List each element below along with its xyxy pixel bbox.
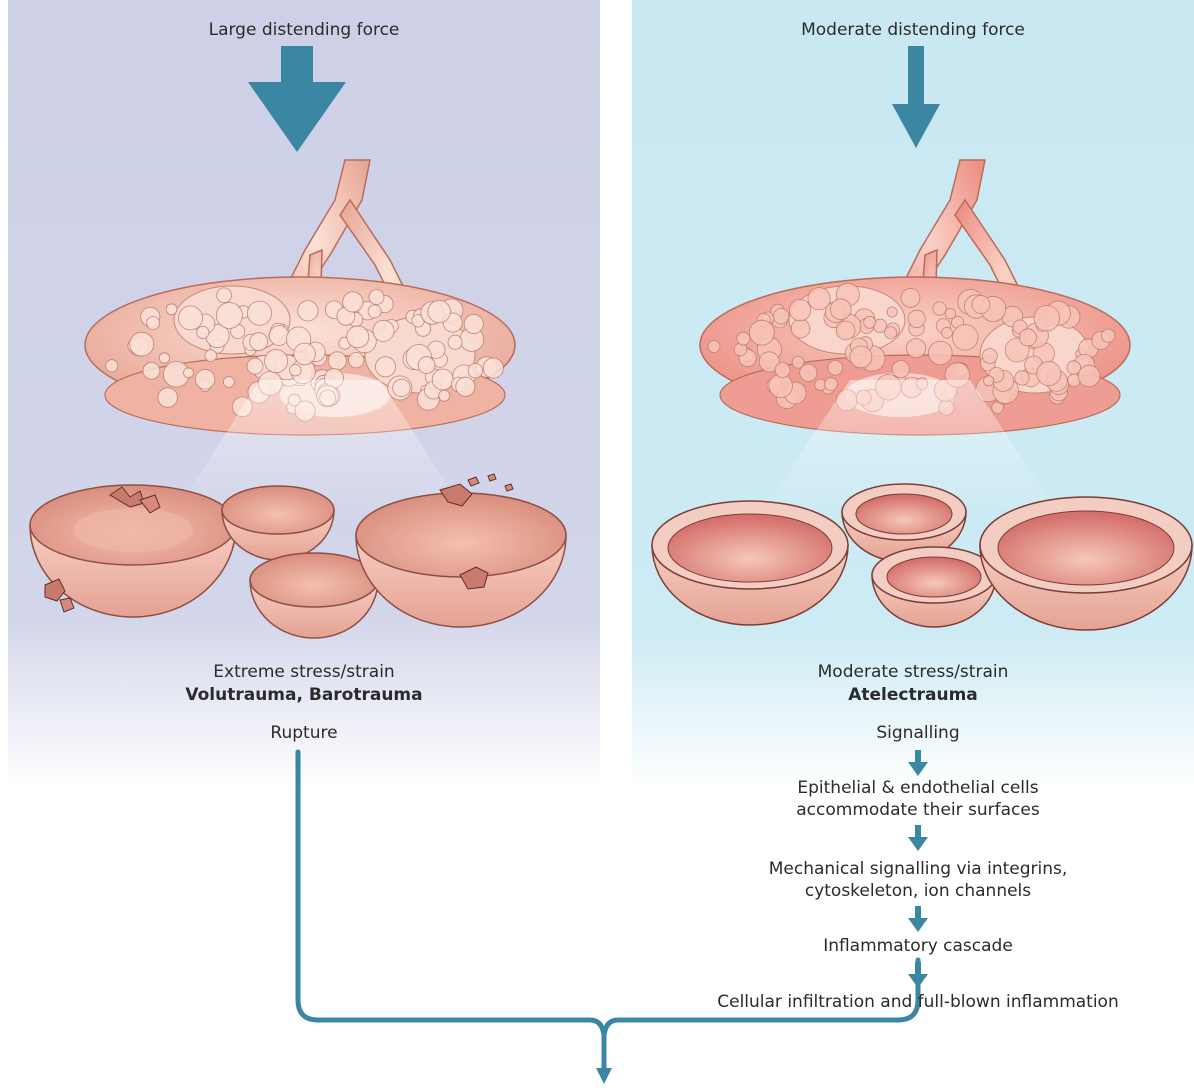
alveolus-bubble [147,317,160,330]
alveolus-bubble [1102,329,1115,342]
alveolus-bubble [130,332,154,356]
alveolus-bubble [205,350,217,362]
alveolus-bubble [464,314,483,333]
alveolus-bubble [789,299,810,320]
alveolus-bubble [952,325,978,351]
alveolus-bubble [347,326,369,348]
alveolus-bubble [179,306,203,330]
alveolus-bubble [432,369,453,390]
alveolus-bubble [195,370,215,390]
alveolus-bubble [456,377,475,396]
alveolus-bubble [250,333,268,351]
alveolus-bubble [945,309,955,319]
alveolus-bubble [294,343,316,365]
alveolus-bubble [184,368,194,378]
alveolus-bubble [428,300,450,322]
moderate-force-arrow [892,46,940,148]
alveolus-bubble [159,353,169,363]
alveolus-bubble [143,362,160,379]
alveolus-bubble [343,292,363,312]
alveolus-bubble [1019,329,1036,346]
step-cells-line1: Epithelial & endothelial cells [618,777,1194,799]
alveolus-bubble [982,349,997,364]
alveolus-bubble [349,353,364,368]
alveolus-bubble [158,388,178,408]
alveolus-bubble [197,326,209,338]
extreme-stress-label: Extreme stress/strain [8,661,600,683]
moderate-stress-label: Moderate stress/strain [632,661,1194,683]
alveolus-bubble [901,289,920,308]
step-cellular-infiltration: Cellular infiltration and full-blown inf… [618,991,1194,1013]
large-force-label: Large distending force [8,19,600,41]
step-signalling: Signalling [618,722,1194,744]
alveolus-bubble [928,341,952,365]
alveolus-bubble [887,307,897,317]
alveolus-bubble [830,299,851,320]
alveolus-bubble [864,316,876,328]
step-mechanical-line2: cytoskeleton, ion channels [618,880,1194,902]
alveolus-bubble [1015,371,1029,385]
final-arrowhead [596,1068,612,1084]
alveolus-bubble [448,335,462,349]
alveolus-bubble [223,377,234,388]
alveolus-bubble [933,302,946,315]
alveolus-bubble [166,304,177,315]
step-inflammatory-cascade: Inflammatory cascade [618,935,1194,957]
atelectrauma-label: Atelectrauma [632,684,1194,706]
alveolus-bubble [825,378,838,391]
alveolus-bubble [393,379,411,397]
alveolus-bubble [836,321,855,340]
alveolus-bubble [468,363,483,378]
alveolus-bubble [942,327,953,338]
alveolus-bubble [1034,305,1060,331]
alveolus-bubble [368,305,381,318]
alveolus-bubble [375,357,395,377]
alveolus-bubble [216,303,242,329]
alveolus-bubble [418,357,435,374]
alveolus-bubble [775,363,790,378]
alveolus-bubble [298,301,318,321]
alveolus-bubble [269,326,289,346]
moderate-force-label: Moderate distending force [632,19,1194,41]
alveolus-bubble [373,320,394,341]
alveolus-bubble [792,356,804,368]
alveolus-bubble [483,358,503,378]
alveolus-bubble [217,288,232,303]
alveolus-bubble [908,310,925,327]
alveolus-bubble [1037,361,1061,385]
alveolus-bubble [972,296,990,314]
intact-alveoli [652,484,1192,630]
alveolus-bubble [265,350,288,373]
alveolus-bubble [828,360,843,375]
alveolus-bubble [737,332,750,345]
alveolus-bubble [850,346,872,368]
alveolus-bubble [1078,365,1100,387]
alveolus-bubble [906,339,925,358]
large-force-arrow [248,46,346,152]
alveolus-bubble [708,341,720,353]
alveolus-bubble [369,290,384,305]
step-cells-line2: accommodate their surfaces [618,799,1194,821]
volutrauma-label: Volutrauma, Barotrauma [8,684,600,706]
alveolus-bubble [290,364,302,376]
alveolus-bubble [106,360,118,372]
alveolus-bubble [439,390,450,401]
alveolus-bubble [885,327,897,339]
rupture-label: Rupture [8,722,600,744]
alveolus-bubble [247,358,263,374]
alveolus-bubble [892,361,909,378]
alveolus-bubble [247,301,271,325]
alveolus-bubble [773,309,789,325]
step-mechanical-line1: Mechanical signalling via integrins, [618,858,1194,880]
ruptured-alveoli [30,474,566,638]
alveolus-bubble [984,376,994,386]
alveolus-bubble [328,352,346,370]
alveolus-bubble [791,319,810,338]
alveolus-bubble [749,320,774,345]
